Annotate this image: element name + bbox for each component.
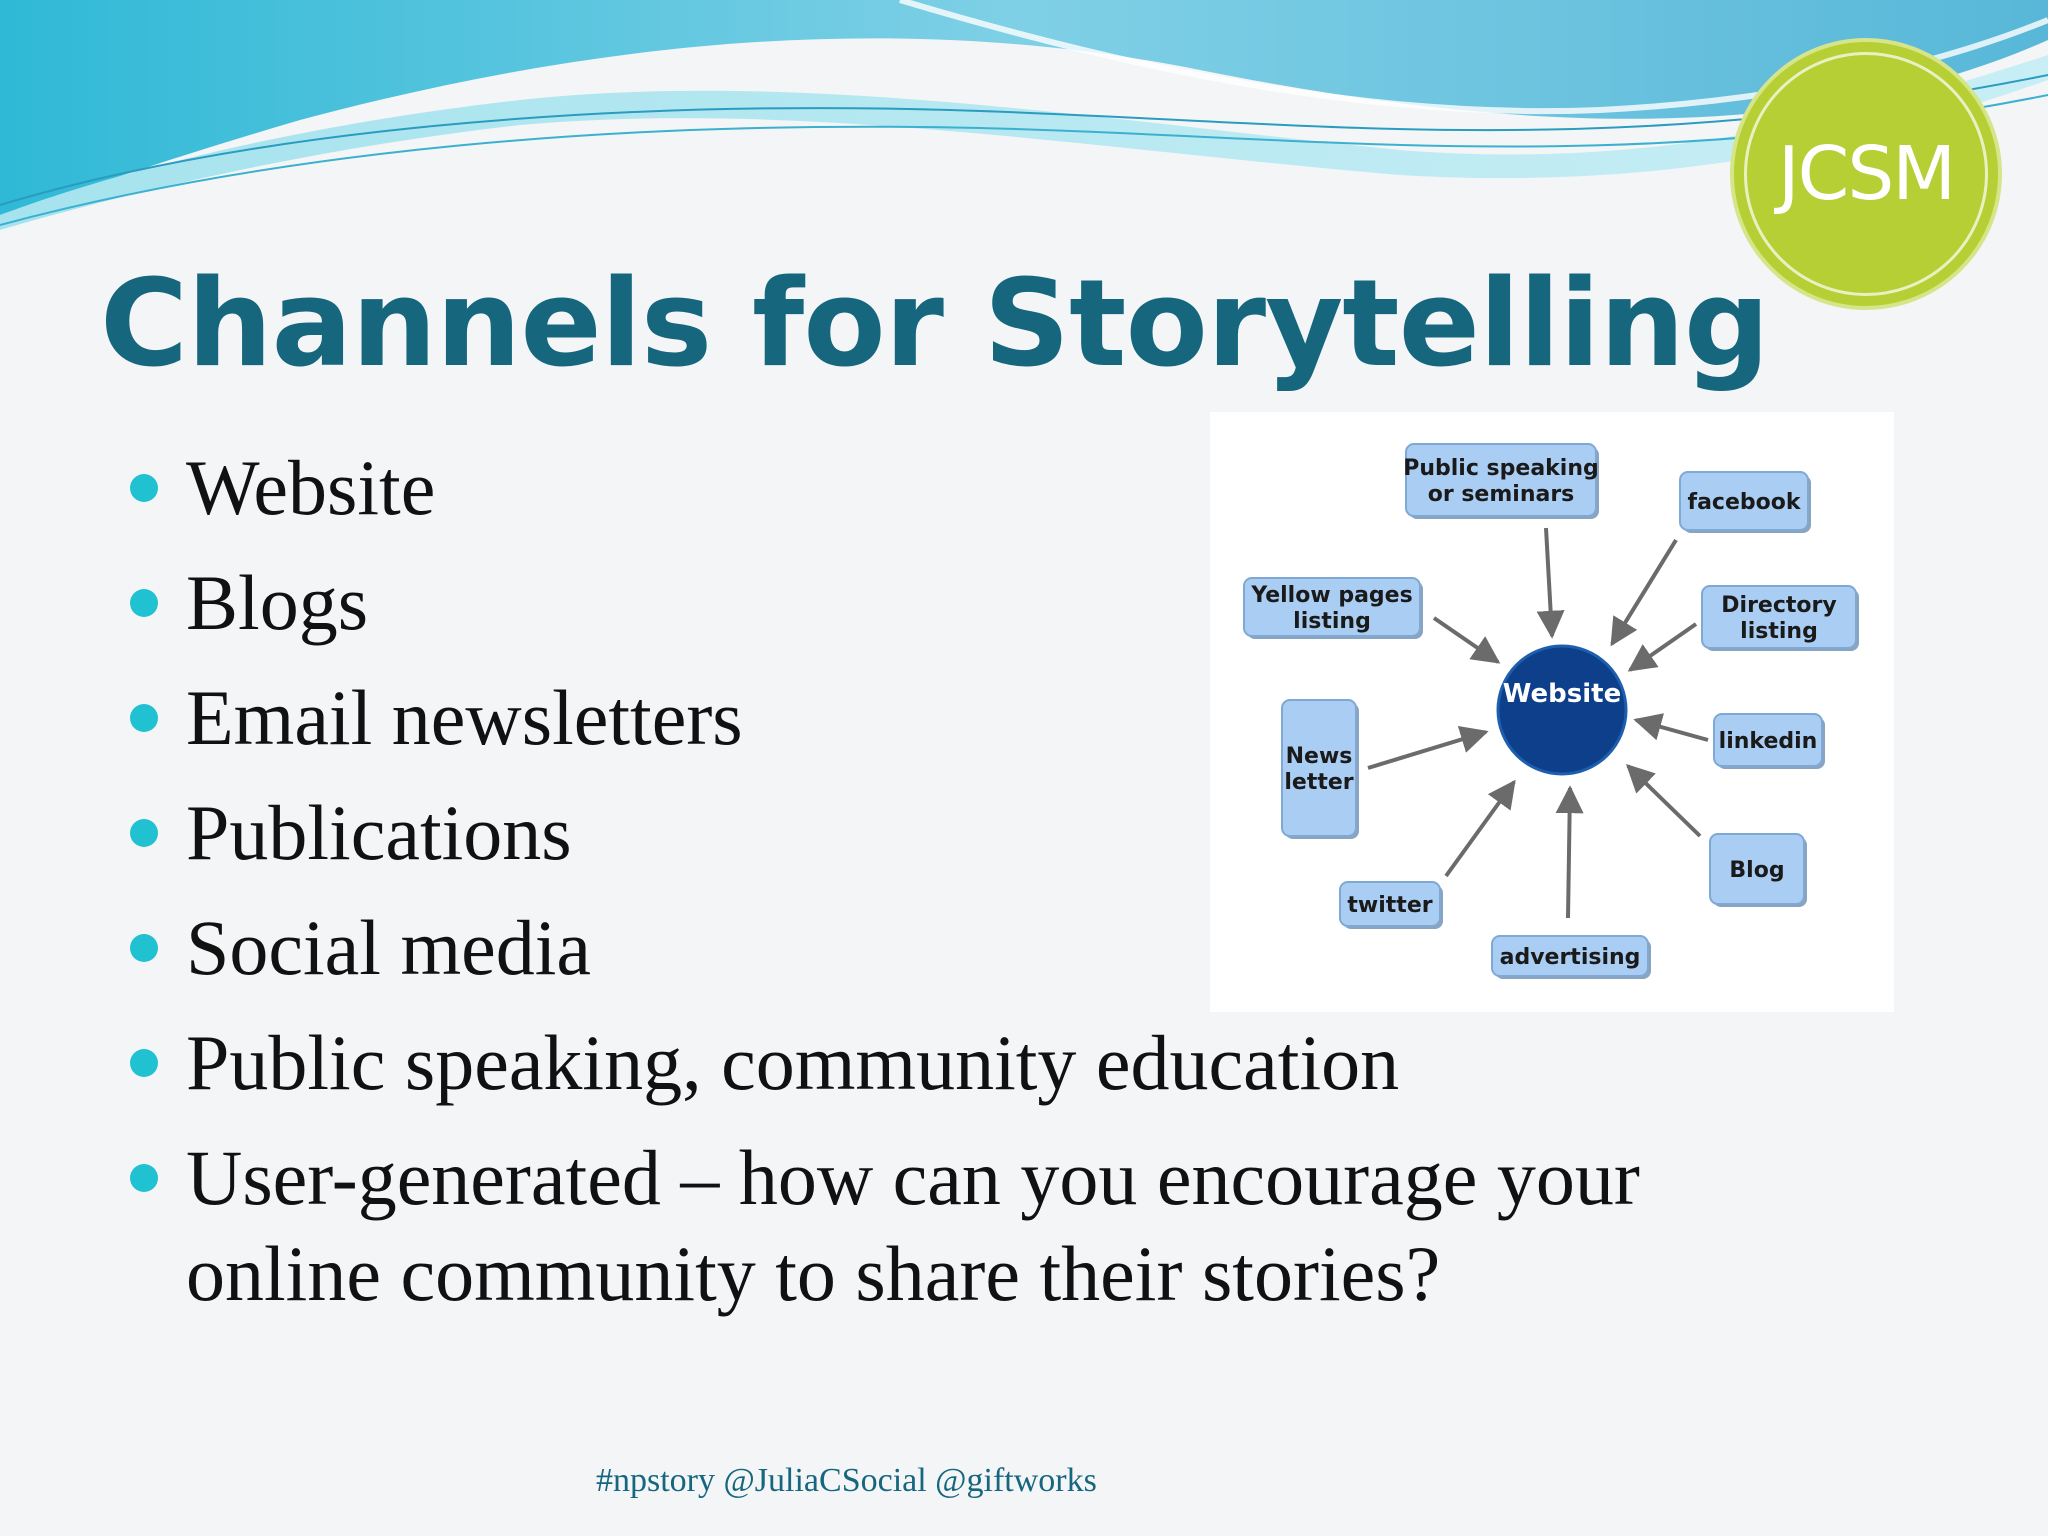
arrow-twitter [1444, 779, 1516, 878]
node-box [1701, 585, 1857, 649]
arrow-blog [1625, 764, 1702, 838]
arrow-facebook [1610, 538, 1678, 647]
node-box [1713, 713, 1823, 767]
bullet-item: Public speaking, community education [130, 1015, 1830, 1111]
node-label: News [1286, 744, 1353, 769]
node-facebook: facebook [1679, 471, 1811, 533]
node-label: advertising [1500, 945, 1641, 970]
bullet-item: Email newsletters [130, 670, 1830, 766]
bullet-dot-icon [130, 1164, 158, 1192]
node-blog: Blog [1709, 833, 1807, 907]
bullet-dot-icon [130, 934, 158, 962]
node-label: letter [1284, 770, 1353, 795]
node-label: Public speaking [1403, 456, 1599, 481]
diagram-arrows [1367, 527, 1709, 919]
node-advertising: advertising [1491, 935, 1651, 979]
bullet-text: Public speaking, community education [186, 1019, 1400, 1106]
slide-title: Channels for Storytelling [100, 255, 1770, 394]
node-label: Yellow pages [1250, 583, 1412, 608]
node-label: or seminars [1428, 482, 1575, 507]
bullet-text: Publications [186, 789, 572, 876]
arrow-newsletter [1367, 725, 1489, 770]
node-box [1243, 577, 1421, 637]
node-label: listing [1740, 619, 1818, 644]
node-label: Directory [1721, 593, 1836, 618]
node-box [1709, 833, 1805, 905]
footer-hashtags: #npstory @JuliaCSocial @giftworks [596, 1462, 1097, 1499]
bullet-dot-icon [130, 1049, 158, 1077]
hub-label: Website [1503, 679, 1621, 709]
node-box [1405, 443, 1597, 517]
node-box [1339, 881, 1441, 927]
node-box [1281, 699, 1357, 837]
node-label: facebook [1688, 490, 1802, 515]
bullet-list: Website Blogs Email newsletters Publicat… [130, 440, 1830, 1341]
bullet-item: Website [130, 440, 1830, 536]
node-box [1491, 935, 1649, 977]
bullet-dot-icon [130, 589, 158, 617]
arrow-directory [1627, 622, 1698, 672]
logo-ring: JCSM [1744, 52, 1988, 296]
bullet-item: Publications [130, 785, 1830, 881]
bullet-item: Social media [130, 900, 1830, 996]
bullet-item: User-generated – how can you encourage y… [130, 1130, 1830, 1322]
bullet-text: Email newsletters [186, 674, 743, 761]
arrow-public-speaking [1536, 527, 1565, 639]
header-wave-decoration [0, 0, 2048, 230]
node-box [1679, 471, 1809, 531]
node-label: twitter [1347, 893, 1432, 918]
bullet-text: User-generated – how can you encourage y… [186, 1134, 1640, 1317]
bullet-dot-icon [130, 474, 158, 502]
bullet-item: Blogs [130, 555, 1830, 651]
diagram-hub: Website [1496, 644, 1628, 776]
bullet-text: Website [186, 444, 436, 531]
node-label: linkedin [1719, 729, 1818, 754]
bullet-dot-icon [130, 819, 158, 847]
node-label: listing [1293, 609, 1371, 634]
jcsm-logo: JCSM [1730, 38, 2002, 310]
hub-circle [1496, 644, 1628, 776]
arrow-advertising [1555, 785, 1584, 919]
node-linkedin: linkedin [1713, 713, 1825, 769]
bullet-dot-icon [130, 704, 158, 732]
arrow-yellow-pages [1432, 616, 1501, 664]
node-twitter: twitter [1339, 881, 1443, 929]
node-label: Blog [1729, 858, 1784, 883]
bullet-text: Blogs [186, 559, 369, 646]
arrow-linkedin [1633, 713, 1709, 742]
bullet-text: Social media [186, 904, 592, 991]
logo-text: JCSM [1777, 131, 1956, 217]
